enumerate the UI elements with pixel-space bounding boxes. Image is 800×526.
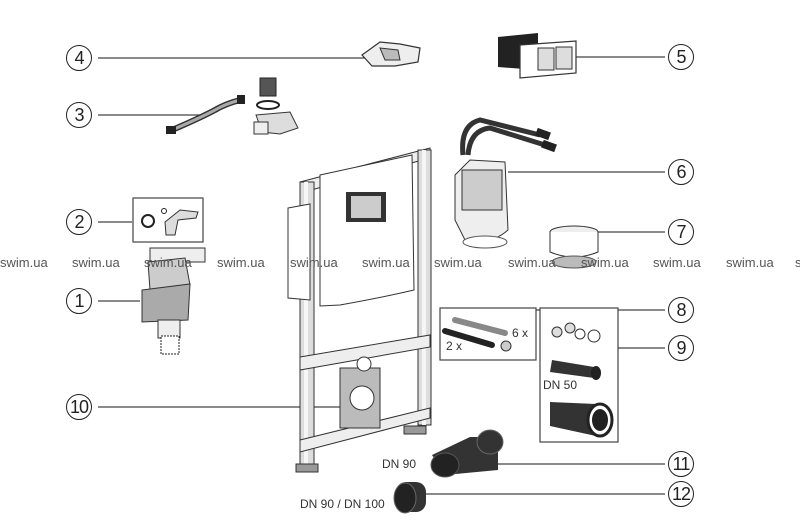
watermark: swim.ua xyxy=(217,255,265,270)
callout-9: 9 xyxy=(668,335,694,361)
part-9-drain-box xyxy=(539,307,619,443)
watermark: swim.ua xyxy=(144,255,192,270)
watermark: swim.ua xyxy=(72,255,120,270)
callout-1: 1 xyxy=(66,288,92,314)
callout-3: 3 xyxy=(66,102,92,128)
part-4-bracket-clip xyxy=(361,41,421,67)
label-qty-rods: 6 x xyxy=(512,326,529,340)
label-dn50: DN 50 xyxy=(543,378,578,392)
watermark: swim.ua xyxy=(290,255,338,270)
part-7-cap xyxy=(549,225,599,269)
callout-8: 8 xyxy=(668,297,694,323)
callout-2: 2 xyxy=(66,209,92,235)
callout-11: 11 xyxy=(668,451,694,477)
watermark: swim.ua xyxy=(434,255,482,270)
part-1-fill-valve xyxy=(141,247,206,355)
callout-6: 6 xyxy=(668,159,694,185)
part-2-accessory-box xyxy=(132,197,204,243)
watermark: swim.ua xyxy=(653,255,701,270)
part-8-rods-box xyxy=(439,307,537,361)
part-11-bend-pipe xyxy=(430,429,504,478)
part-12-connector xyxy=(393,482,426,514)
watermark: s xyxy=(795,255,800,270)
label-dn90-dn100: DN 90 / DN 100 xyxy=(300,497,385,511)
label-dn90: DN 90 xyxy=(382,457,417,471)
watermark: swim.ua xyxy=(508,255,556,270)
watermark: swim.ua xyxy=(581,255,629,270)
part-10-installation-frame xyxy=(287,147,432,473)
watermark: swim.ua xyxy=(0,255,48,270)
part-3-hose-valve xyxy=(166,77,299,135)
callout-12: 12 xyxy=(668,481,694,507)
callout-10: 10 xyxy=(66,394,92,420)
part-5-flush-plate xyxy=(498,33,577,79)
callout-5: 5 xyxy=(668,44,694,70)
callout-7: 7 xyxy=(668,219,694,245)
watermark: swim.ua xyxy=(362,255,410,270)
label-qty-threaded: 2 x xyxy=(446,339,463,353)
watermark: swim.ua xyxy=(726,255,774,270)
callout-4: 4 xyxy=(66,45,92,71)
part-6-flush-valve xyxy=(454,117,557,249)
